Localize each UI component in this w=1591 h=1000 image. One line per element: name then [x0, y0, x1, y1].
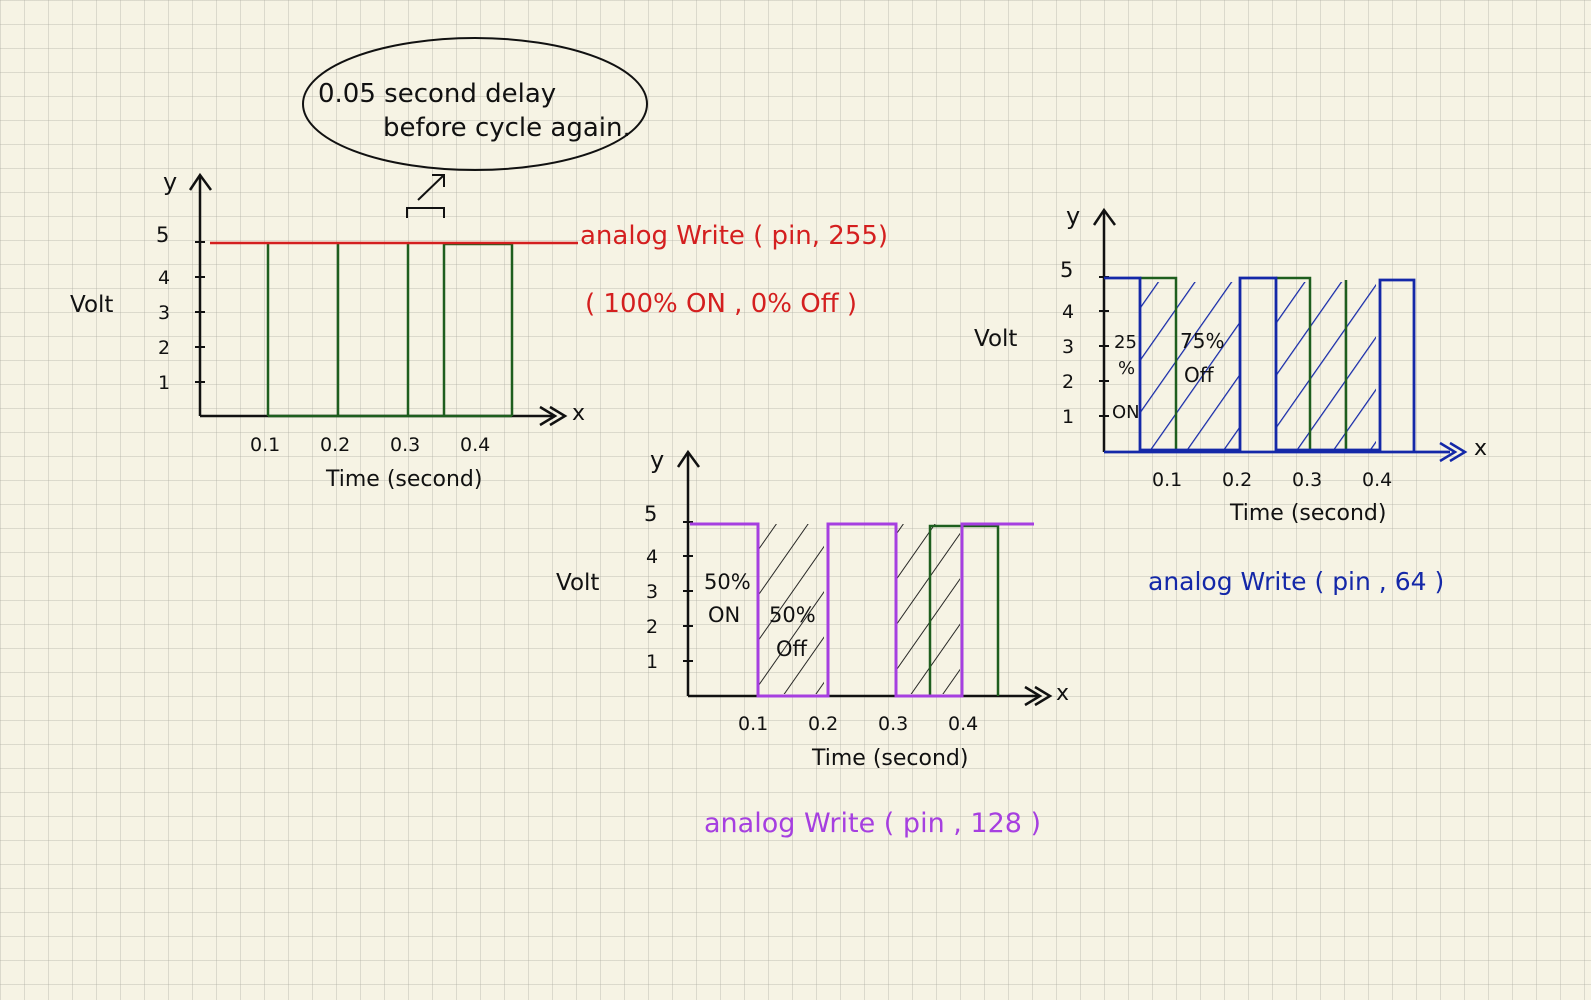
x-tick-label: 0.2	[808, 713, 838, 735]
chart-caption-duty: ( 100% ON , 0% Off )	[585, 289, 857, 319]
pwm-periods	[1140, 276, 1348, 450]
pwm-periods	[266, 242, 514, 418]
y-ticks: 1 2 3 4 5	[644, 502, 693, 673]
x-tick-label: 0.1	[250, 434, 280, 456]
on-label-2: ON	[708, 603, 740, 627]
off-region	[1140, 282, 1240, 450]
chart-pwm-128: y x Volt Time (second) 1 2 3 4 5 0.1 0.2…	[556, 446, 1069, 839]
x-tick-label: 0.2	[1222, 469, 1252, 491]
y-axis-letter: y	[650, 446, 664, 474]
off-region	[758, 524, 824, 694]
x-axis-label: Time (second)	[1229, 501, 1386, 526]
y-tick-label: 3	[646, 581, 658, 603]
off-label-2: Off	[1184, 363, 1215, 387]
x-axis-arrow-icon	[1024, 685, 1053, 707]
callout-arrow-icon	[417, 174, 445, 201]
off-label: 75%	[1180, 329, 1224, 353]
chart-caption: analog Write ( pin , 128 )	[704, 808, 1041, 839]
y-axis-letter: y	[163, 168, 177, 196]
callout-line-1: 0.05 second delay	[318, 79, 556, 109]
x-axis-letter: x	[572, 401, 585, 426]
off-region	[896, 524, 960, 694]
x-ticks: 0.1 0.2 0.3 0.4	[250, 434, 490, 456]
x-tick-label: 0.4	[1362, 469, 1392, 491]
off-label-2: Off	[776, 637, 808, 661]
x-ticks: 0.1 0.2 0.3 0.4	[738, 713, 978, 735]
y-tick-label: 2	[1062, 371, 1074, 393]
y-tick-label: 2	[646, 616, 658, 638]
signal-line	[1104, 276, 1416, 452]
y-tick-label: 1	[158, 372, 170, 394]
pwm-periods	[928, 524, 1000, 696]
y-tick-label: 2	[158, 337, 170, 359]
signal-line	[690, 522, 1034, 698]
y-tick-label: 1	[1062, 406, 1074, 428]
x-tick-label: 0.1	[738, 713, 768, 735]
x-tick-label: 0.4	[948, 713, 978, 735]
y-tick-label: 5	[156, 223, 169, 247]
x-tick-label: 0.4	[460, 434, 490, 456]
y-axis-label: Volt	[556, 570, 599, 596]
x-axis-arrow-icon	[1439, 441, 1468, 463]
x-axis-letter: x	[1474, 436, 1487, 461]
y-axis-label: Volt	[974, 326, 1017, 352]
chart-pwm-64: y x Volt Time (second) 1 2 3 4 5 0.1 0.2…	[974, 202, 1487, 596]
on-label: 25	[1114, 332, 1137, 353]
x-tick-label: 0.1	[1152, 469, 1182, 491]
x-axis-letter: x	[1056, 681, 1069, 706]
y-ticks: 1 2 3 4 5	[1060, 258, 1109, 428]
y-ticks: 1 2 3 4 5	[156, 223, 205, 394]
y-tick-label: 5	[644, 502, 657, 526]
on-label: 50%	[704, 570, 751, 594]
x-tick-label: 0.3	[390, 434, 420, 456]
delay-bracket	[406, 207, 445, 218]
x-axis-arrow-icon	[539, 405, 568, 427]
off-region	[1276, 282, 1376, 450]
x-ticks: 0.1 0.2 0.3 0.4	[1152, 469, 1392, 491]
x-axis-label: Time (second)	[325, 467, 482, 492]
on-label-3: ON	[1112, 402, 1140, 423]
callout-line-2: before cycle again.	[383, 113, 631, 143]
x-axis-label: Time (second)	[811, 746, 968, 771]
y-tick-label: 4	[646, 546, 658, 568]
y-tick-label: 1	[646, 651, 658, 673]
delay-callout: 0.05 second delay before cycle again.	[302, 37, 648, 218]
off-label: 50%	[769, 603, 816, 627]
on-label-2: %	[1118, 358, 1135, 379]
y-tick-label: 4	[1062, 301, 1074, 323]
y-axis-letter: y	[1066, 202, 1080, 230]
y-axis-arrow-icon	[188, 172, 213, 191]
y-tick-label: 5	[1060, 258, 1073, 282]
chart-caption: analog Write ( pin , 64 )	[1148, 567, 1444, 596]
y-tick-label: 3	[1062, 336, 1074, 358]
y-tick-label: 4	[158, 267, 170, 289]
y-axis-arrow-icon	[676, 449, 701, 468]
y-tick-label: 3	[158, 302, 170, 324]
chart-caption: analog Write ( pin, 255)	[580, 221, 888, 251]
x-tick-label: 0.3	[878, 713, 908, 735]
chart-pwm-255: y x Volt Time (second) 1 2 3 4 5 0.1 0.2…	[70, 168, 888, 492]
y-axis-arrow-icon	[1092, 207, 1117, 226]
x-tick-label: 0.3	[1292, 469, 1322, 491]
y-axis-label: Volt	[70, 292, 113, 318]
x-tick-label: 0.2	[320, 434, 350, 456]
